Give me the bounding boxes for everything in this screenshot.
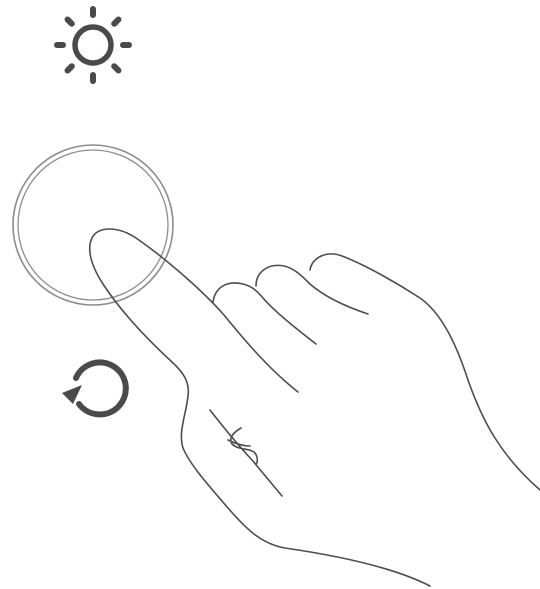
button-outer-ring bbox=[13, 145, 173, 305]
button-inner-ring bbox=[18, 150, 168, 300]
